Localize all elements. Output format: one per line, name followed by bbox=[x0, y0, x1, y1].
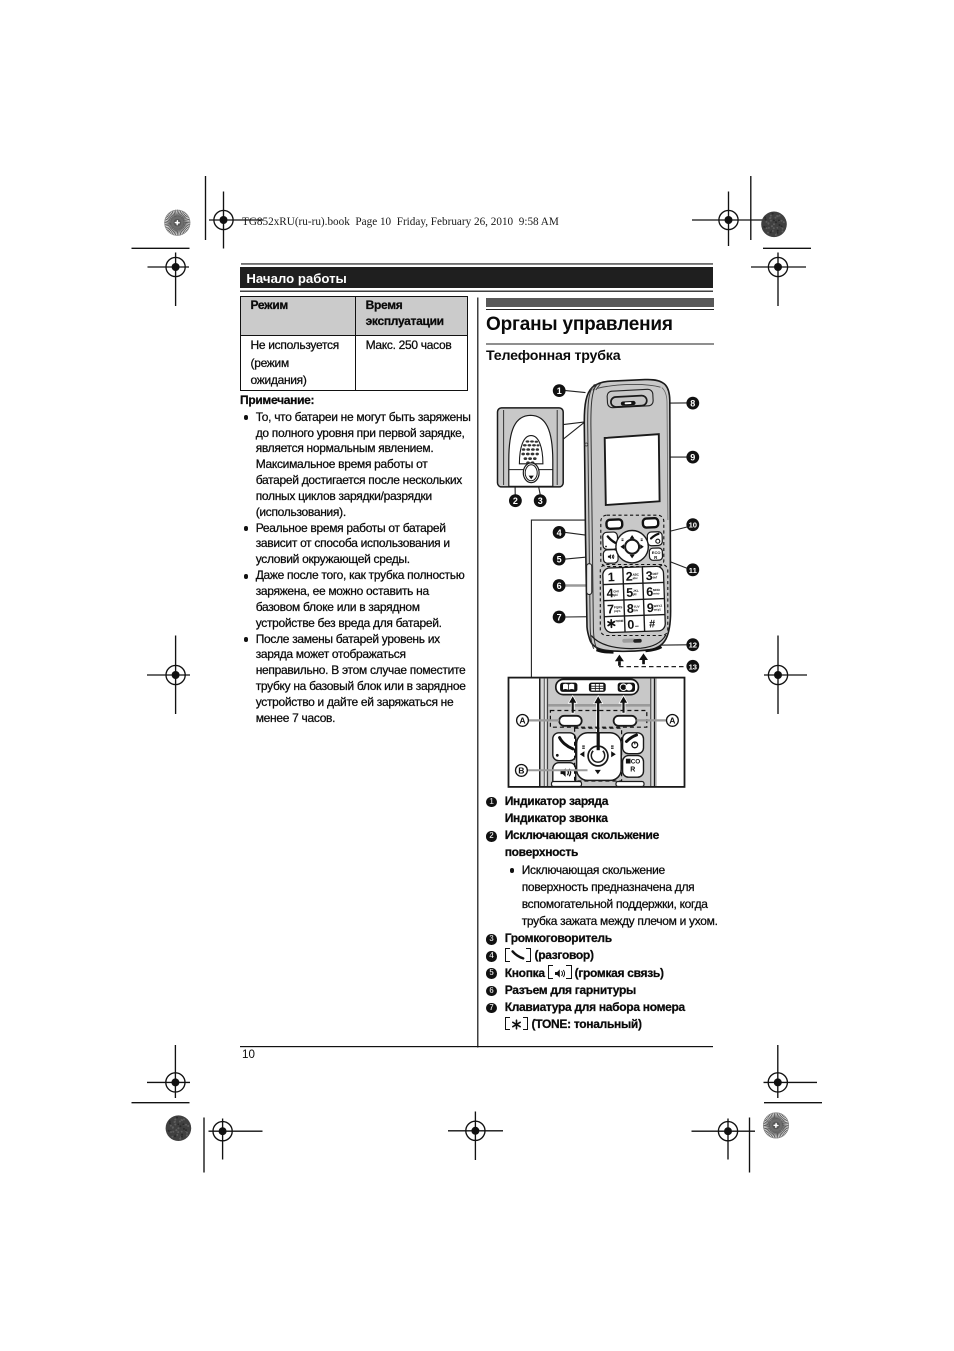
svg-text:CO: CO bbox=[631, 758, 641, 765]
svg-text:12: 12 bbox=[689, 641, 697, 650]
svg-text:11: 11 bbox=[689, 566, 698, 575]
svg-text:7: 7 bbox=[607, 602, 614, 616]
svg-text:0: 0 bbox=[627, 618, 634, 632]
svg-text:1: 1 bbox=[607, 570, 614, 584]
svg-text:6: 6 bbox=[646, 585, 653, 599]
svg-text:R: R bbox=[654, 555, 658, 560]
svg-text:5: 5 bbox=[557, 555, 562, 565]
svg-text:A: A bbox=[519, 716, 525, 726]
svg-text:–: – bbox=[635, 623, 639, 630]
svg-text:jkl: jkl bbox=[632, 592, 637, 596]
svg-text:6: 6 bbox=[557, 581, 562, 591]
svg-text:8: 8 bbox=[690, 399, 695, 409]
svg-text:2: 2 bbox=[513, 496, 518, 506]
svg-text:def: def bbox=[652, 575, 657, 579]
svg-text:5: 5 bbox=[626, 586, 633, 600]
svg-text:4: 4 bbox=[557, 528, 562, 538]
svg-text:A: A bbox=[669, 716, 675, 726]
svg-text:MNO: MNO bbox=[653, 588, 661, 592]
svg-text:JKL: JKL bbox=[633, 589, 639, 593]
svg-text:ghi: ghi bbox=[613, 593, 618, 597]
svg-text:TONE: TONE bbox=[615, 619, 623, 623]
svg-text:8: 8 bbox=[627, 602, 634, 616]
svg-text:R: R bbox=[630, 766, 635, 773]
svg-text:PQRS: PQRS bbox=[614, 605, 623, 609]
svg-text:mno: mno bbox=[653, 591, 660, 595]
svg-text:9: 9 bbox=[690, 453, 695, 463]
svg-text:4: 4 bbox=[606, 586, 613, 600]
svg-text:13: 13 bbox=[689, 662, 697, 671]
svg-text:ABC: ABC bbox=[632, 572, 639, 576]
svg-text:3: 3 bbox=[645, 569, 652, 583]
svg-text:pqrs: pqrs bbox=[614, 609, 621, 613]
svg-text:abc: abc bbox=[632, 576, 638, 580]
svg-text:7: 7 bbox=[557, 612, 562, 622]
svg-text:ECO: ECO bbox=[652, 550, 661, 555]
svg-text:9: 9 bbox=[647, 601, 654, 615]
svg-text:TUV: TUV bbox=[633, 605, 639, 609]
svg-text:GHI: GHI bbox=[613, 589, 619, 593]
svg-text:2: 2 bbox=[625, 570, 632, 584]
svg-text:#: # bbox=[649, 618, 656, 630]
svg-text:3: 3 bbox=[538, 496, 543, 506]
svg-text:wxyz: wxyz bbox=[653, 607, 662, 611]
svg-text:1: 1 bbox=[557, 386, 562, 396]
svg-text:B: B bbox=[518, 766, 524, 776]
svg-text:DEF: DEF bbox=[652, 572, 658, 576]
svg-text:10: 10 bbox=[689, 521, 697, 530]
svg-text:tuv: tuv bbox=[634, 608, 639, 612]
svg-text:WXYZ: WXYZ bbox=[653, 604, 662, 608]
